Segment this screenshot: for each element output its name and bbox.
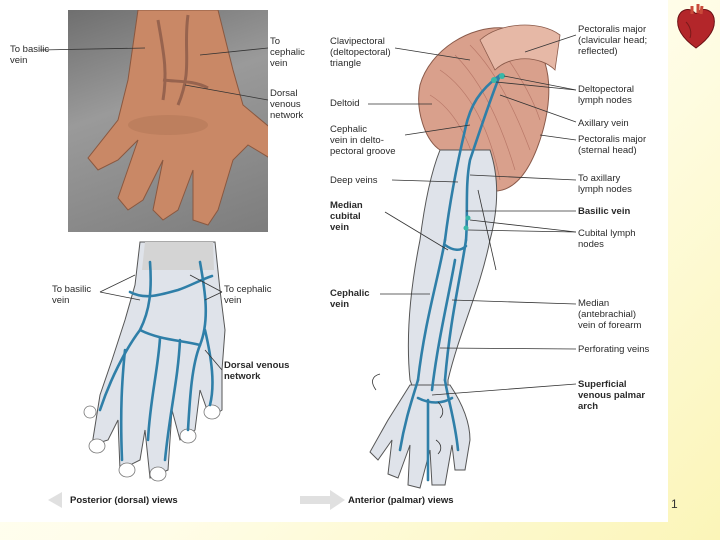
label-photo-dorsal-network: Dorsal venous network — [270, 88, 304, 121]
label-pec-major-sternal: Pectoralis major (sternal head) — [578, 134, 647, 156]
label-photo-to-cephalic: To cephalic vein — [270, 36, 305, 69]
label-cephalic-vein: Cephalic vein — [330, 288, 370, 310]
label-dorsal-to-cephalic: To cephalic vein — [224, 284, 272, 306]
label-basilic-vein: Basilic vein — [578, 206, 631, 217]
label-photo-to-basilic: To basilic vein — [10, 44, 50, 66]
figure-panel: To basilic vein To cephalic vein Dorsal … — [10, 10, 650, 510]
label-deltoid: Deltoid — [330, 98, 360, 109]
label-dorsal-network: Dorsal venous network — [224, 360, 290, 382]
dorsal-hand-drawing — [83, 241, 226, 482]
label-median-cubital: Median cubital vein — [330, 200, 363, 233]
label-deltopectoral-nodes: Deltopectoral lymph nodes — [578, 84, 634, 106]
label-perforating-veins: Perforating veins — [578, 344, 650, 355]
veins-diagram — [39, 24, 577, 510]
page-number: 1 — [671, 497, 678, 511]
label-clavipectoral: Clavipectoral (deltopectoral) triangle — [330, 36, 391, 69]
hand-photo — [68, 10, 268, 232]
anterior-arm-drawing — [368, 24, 577, 489]
caption-posterior: Posterior (dorsal) views — [70, 495, 178, 506]
label-cephalic-groove: Cephalic vein in delto- pectoral groove — [330, 124, 396, 157]
label-to-axillary-nodes: To axillary lymph nodes — [578, 173, 632, 195]
caption-anterior: Anterior (palmar) views — [348, 495, 454, 506]
heart-icon — [677, 4, 715, 49]
label-pec-major-clavicular: Pectoralis major (clavicular head; refle… — [578, 24, 648, 57]
label-deep-veins: Deep veins — [330, 175, 378, 186]
hand-photo-drawing — [87, 10, 268, 226]
label-median-antebrachial: Median (antebrachial) vein of forearm — [578, 298, 642, 331]
label-dorsal-to-basilic: To basilic vein — [52, 284, 92, 306]
label-cubital-nodes: Cubital lymph nodes — [578, 228, 636, 250]
label-palmar-arch: Superficial venous palmar arch — [578, 379, 646, 412]
label-axillary-vein: Axillary vein — [578, 118, 629, 129]
